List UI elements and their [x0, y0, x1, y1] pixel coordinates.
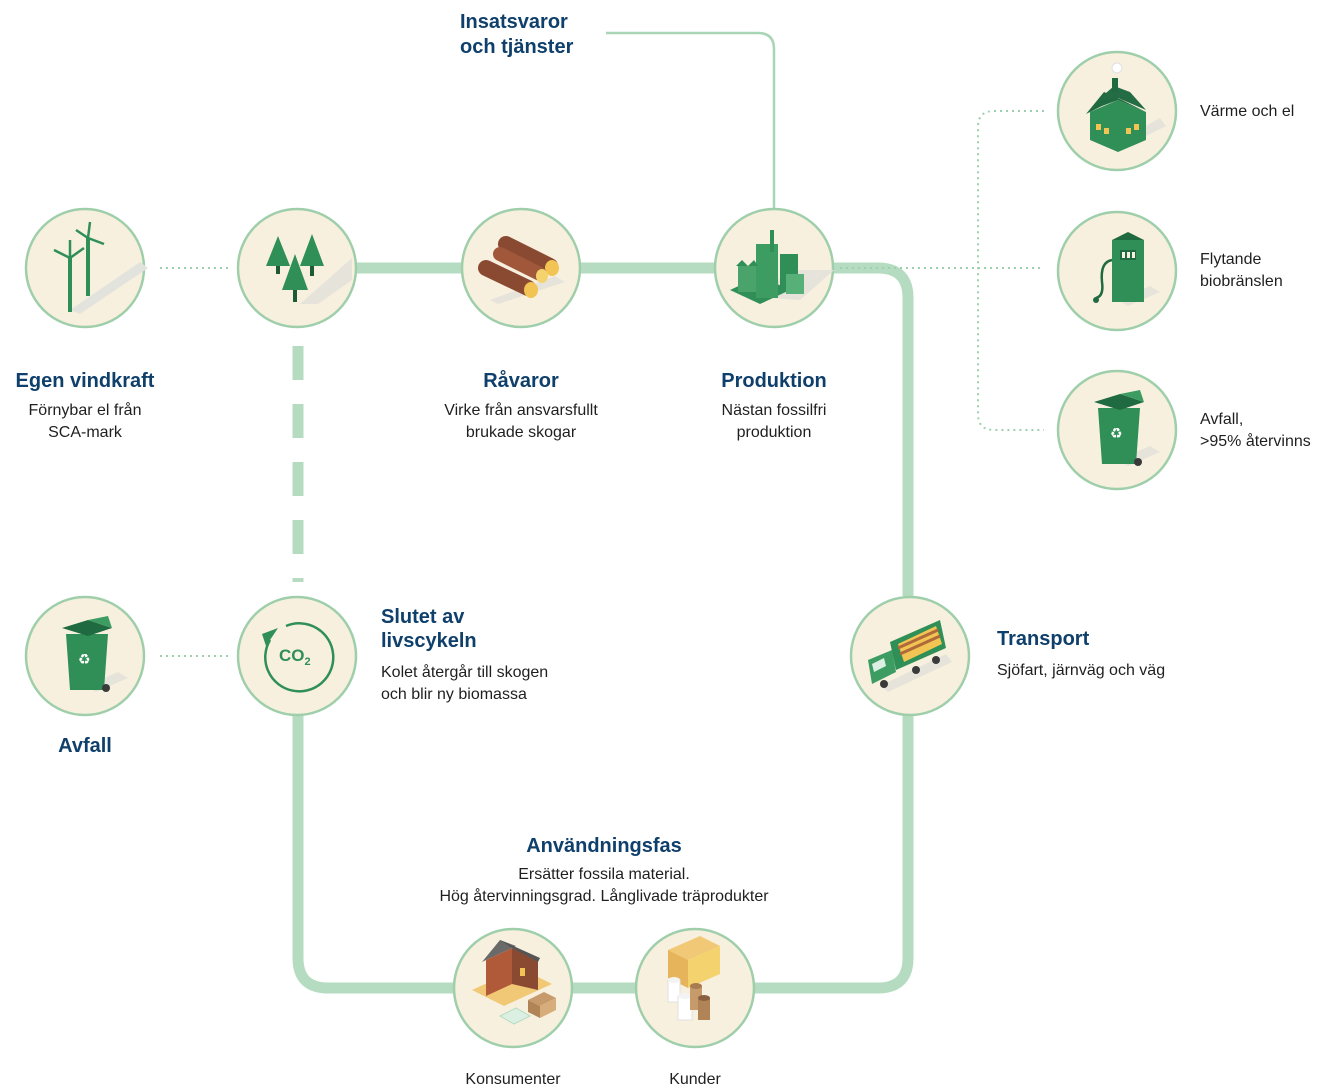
factory-icon	[730, 230, 834, 304]
raw-desc: Virke från ansvarsfullt brukade skogar	[444, 402, 598, 441]
timber-truck-icon	[868, 620, 952, 692]
wind-turbine-icon	[53, 221, 148, 314]
raw-title: Råvaror	[483, 370, 559, 392]
node-end-of-life	[236, 595, 358, 717]
biofuel-label: Flytande biobränslen	[1200, 251, 1283, 290]
co2-badge: CO2	[279, 646, 311, 668]
inputs-title: Insatsvaror och tjänster	[460, 11, 574, 58]
flow-lines	[292, 262, 914, 994]
waste-left-title: Avfall	[58, 735, 112, 757]
wind-title: Egen vindkraft	[15, 370, 155, 392]
production-title: Produktion	[721, 370, 827, 392]
house-chimney-icon	[1086, 62, 1166, 152]
customers-label: Kunder	[669, 1071, 721, 1088]
use-phase-title: Användningsfas	[526, 835, 682, 857]
transport-desc: Sjöfart, järnväg och väg	[997, 662, 1166, 679]
recycle-bin-icon: ♻	[62, 616, 128, 692]
dotted-connectors	[160, 110, 1044, 657]
transport-title: Transport	[997, 628, 1090, 650]
production-desc: Nästan fossilfri produktion	[721, 402, 827, 441]
flow-production-to-transport	[834, 262, 914, 596]
end-of-life-title: Slutet av livscykeln	[381, 606, 477, 652]
house-boxes-icon	[472, 940, 556, 1025]
svg-text:♻: ♻	[1110, 426, 1123, 442]
fuel-pump-icon	[1093, 232, 1160, 306]
forest-icon	[266, 234, 352, 304]
use-phase-desc: Ersätter fossila material. Hög återvinni…	[439, 866, 769, 905]
co2-cycle-icon	[262, 622, 335, 693]
wind-desc: Förnybar el från SCA-mark	[28, 402, 142, 441]
end-of-life-desc: Kolet återgår till skogen och blir ny bi…	[381, 664, 549, 703]
consumers-label: Konsumenter	[465, 1071, 561, 1088]
svg-text:♻: ♻	[78, 652, 91, 668]
waste-right-label: Avfall, >95% återvinns	[1200, 411, 1311, 450]
logs-icon	[478, 236, 565, 304]
paper-rolls-lumber-icon	[667, 936, 720, 1021]
heat-label: Värme och el	[1200, 103, 1295, 120]
recycle-bin-icon: ♻	[1094, 390, 1160, 466]
flow-transport-to-customers	[754, 714, 914, 994]
inputs-connector-line	[606, 31, 776, 210]
flow-consumers-to-end-of-life	[292, 714, 454, 994]
